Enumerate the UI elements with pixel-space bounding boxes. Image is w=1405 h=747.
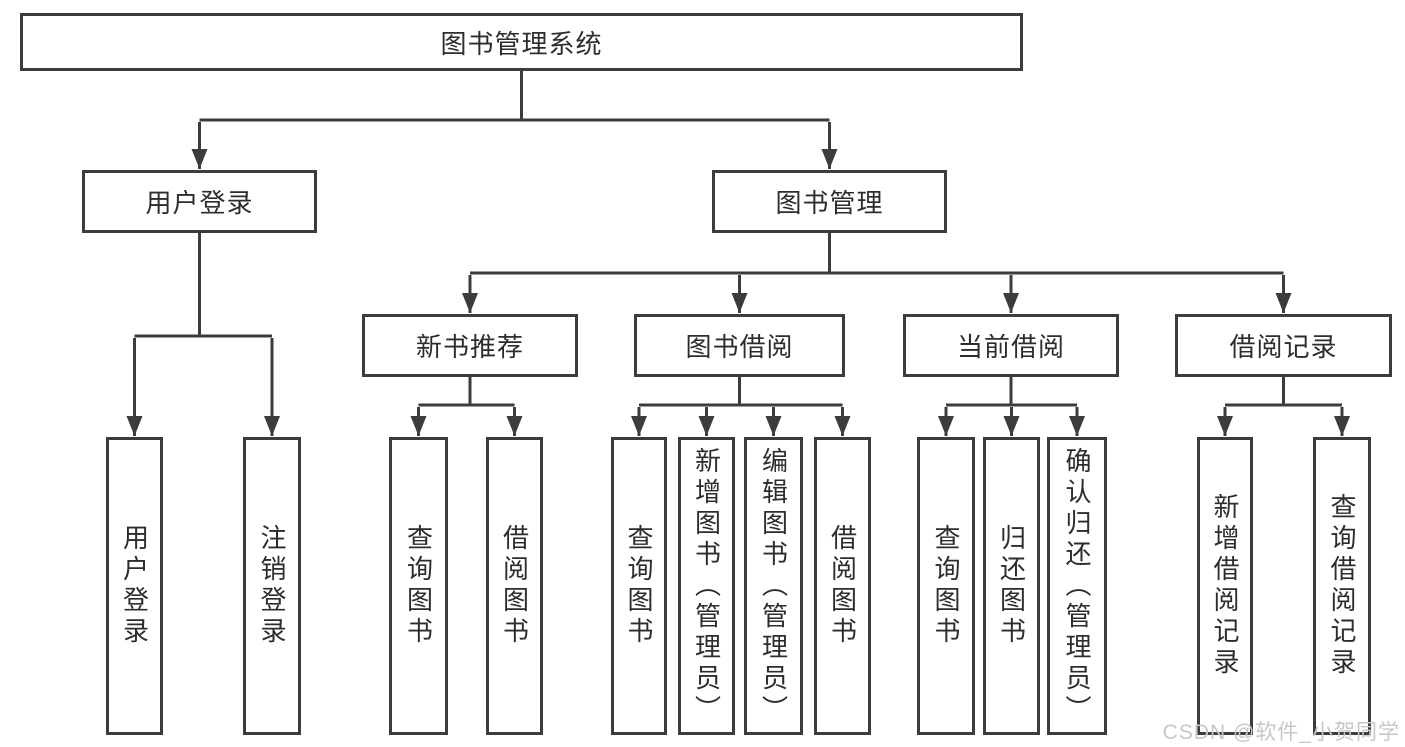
node-borrowing-records: 借阅记录 <box>1175 314 1392 377</box>
leaf-confirm-return-admin: 确认归还（管理员） <box>1047 437 1107 735</box>
leaf-edit-book-admin: 编辑图书（管理员） <box>744 437 803 735</box>
leaf-add-borrow-record-label: 新增借阅记录 <box>1210 493 1240 679</box>
leaf-confirm-return-admin-label: 确认归还（管理员） <box>1062 446 1092 726</box>
leaf-add-book-admin: 新增图书（管理员） <box>678 437 735 735</box>
leaf-return-book-label: 归还图书 <box>996 524 1027 648</box>
node-borrowing-records-label: 借阅记录 <box>1229 332 1338 362</box>
node-book-borrowing-label: 图书借阅 <box>685 332 794 362</box>
leaf-logout: 注销登录 <box>243 437 301 735</box>
leaf-edit-book-admin-label: 编辑图书（管理员） <box>758 446 789 726</box>
node-new-book-recommend-label: 新书推荐 <box>415 332 524 362</box>
node-book-management: 图书管理 <box>712 170 947 233</box>
node-user-login: 用户登录 <box>82 170 317 233</box>
leaf-query-borrow-record: 查询借阅记录 <box>1313 437 1371 735</box>
node-user-login-label: 用户登录 <box>145 188 254 218</box>
leaf-add-borrow-record: 新增借阅记录 <box>1197 437 1253 735</box>
leaf-borrow-book-recommend-label: 借阅图书 <box>499 524 530 648</box>
leaf-user-login-label: 用户登录 <box>119 524 150 648</box>
leaf-query-book-current: 查询图书 <box>917 437 975 735</box>
leaf-return-book: 归还图书 <box>983 437 1040 735</box>
leaf-query-book-recommend: 查询图书 <box>389 437 448 735</box>
leaf-logout-label: 注销登录 <box>257 524 287 648</box>
leaf-query-book-current-label: 查询图书 <box>931 524 961 648</box>
leaf-query-book-recommend-label: 查询图书 <box>403 524 434 648</box>
node-book-management-label: 图书管理 <box>775 188 884 218</box>
node-new-book-recommend: 新书推荐 <box>362 314 578 377</box>
node-book-borrowing: 图书借阅 <box>634 314 845 377</box>
leaf-borrow-book-recommend: 借阅图书 <box>486 437 543 735</box>
csdn-watermark: CSDN @软件_小贺同学 <box>1162 721 1400 744</box>
leaf-query-book-borrowing: 查询图书 <box>611 437 667 735</box>
leaf-borrow-book-label: 借阅图书 <box>827 524 858 648</box>
leaf-query-book-borrowing-label: 查询图书 <box>624 524 654 648</box>
leaf-user-login: 用户登录 <box>106 437 163 735</box>
leaf-query-borrow-record-label: 查询借阅记录 <box>1327 493 1357 679</box>
leaf-borrow-book: 借阅图书 <box>814 437 871 735</box>
node-root-label: 图书管理系统 <box>440 28 603 59</box>
node-current-borrowing-label: 当前借阅 <box>956 332 1065 362</box>
node-root: 图书管理系统 <box>20 13 1023 71</box>
leaf-add-book-admin-label: 新增图书（管理员） <box>691 446 722 726</box>
node-current-borrowing: 当前借阅 <box>903 314 1119 377</box>
